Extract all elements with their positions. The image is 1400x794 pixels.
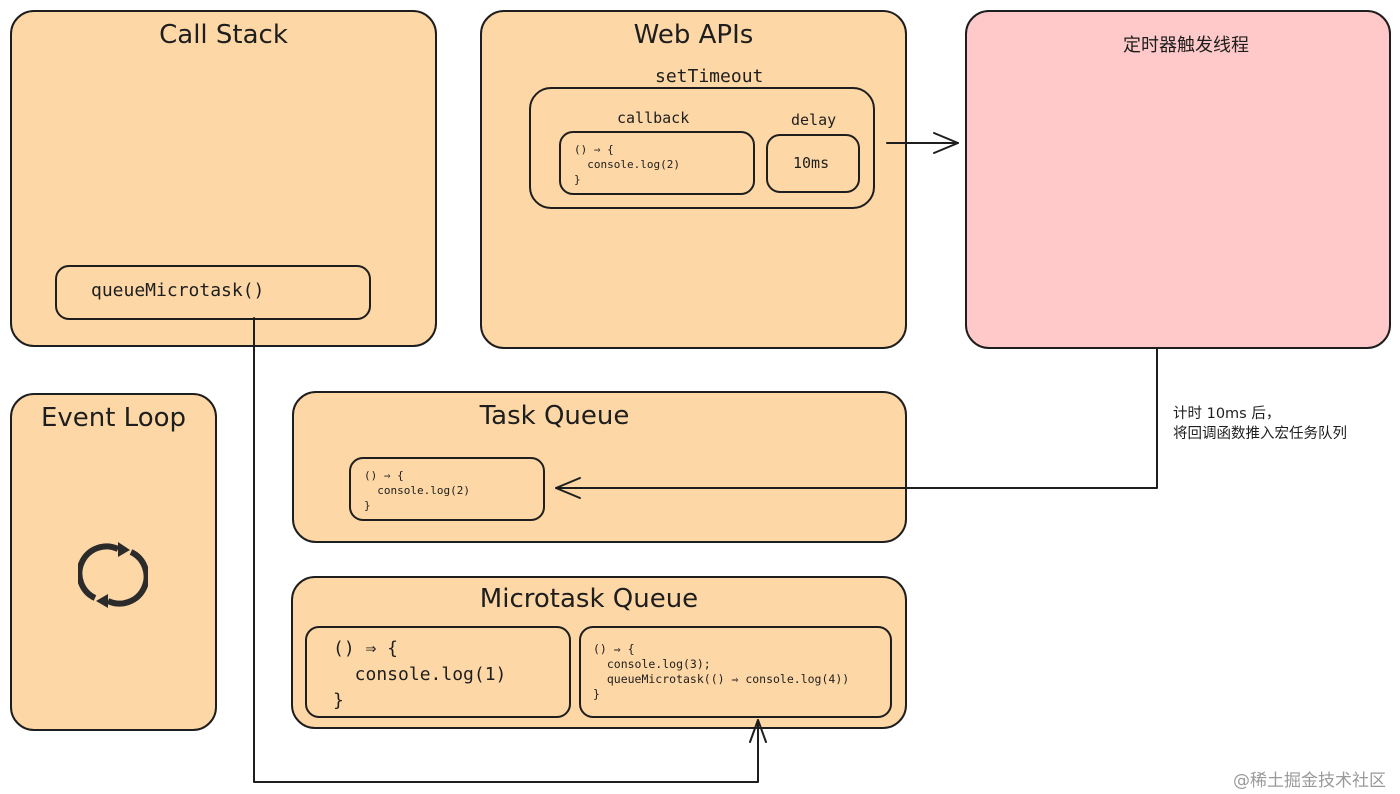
microtask-item-2-code: () ⇒ { console.log(3); queueMicrotask(()… [593, 642, 850, 701]
task-queue-item: () ⇒ { console.log(2) } [349, 457, 545, 521]
timer-thread-title: 定时器触发线程 [1123, 35, 1249, 56]
timer-note-line1: 计时 10ms 后， [1173, 406, 1281, 422]
microtask-queue-panel: Microtask Queue () ⇒ { console.log(1) } … [291, 576, 907, 729]
event-loop-title: Event Loop [40, 403, 187, 433]
timer-note: 计时 10ms 后， 将回调函数推入宏任务队列 [1173, 404, 1347, 444]
set-timeout-label: setTimeout [655, 66, 764, 87]
microtask-item-2: () ⇒ { console.log(3); queueMicrotask(()… [579, 626, 892, 718]
delay-label: delay [791, 111, 837, 129]
web-apis-title: Web APIs [633, 20, 754, 50]
microtask-item-1: () ⇒ { console.log(1) } [305, 626, 571, 718]
callback-box: () ⇒ { console.log(2) } [559, 131, 755, 195]
timer-thread-panel: 定时器触发线程 [965, 10, 1391, 349]
callback-label: callback [617, 109, 690, 127]
event-loop-panel: Event Loop [10, 393, 217, 731]
set-timeout-box: callback () ⇒ { console.log(2) } delay 1… [529, 87, 875, 209]
delay-box: 10ms [766, 134, 860, 193]
microtask-queue-title: Microtask Queue [479, 584, 699, 614]
delay-value: 10ms [793, 154, 830, 172]
task-queue-item-code: () ⇒ { console.log(2) } [364, 469, 470, 512]
refresh-icon [78, 542, 148, 608]
task-queue-title: Task Queue [479, 401, 630, 431]
call-stack-title: Call Stack [159, 20, 288, 50]
arrow-settimeout-to-timer-head [933, 132, 959, 154]
call-stack-frame-label: queueMicrotask() [91, 280, 265, 301]
timer-note-line2: 将回调函数推入宏任务队列 [1173, 426, 1347, 442]
callback-code: () ⇒ { console.log(2) } [574, 143, 680, 186]
watermark: @稀土掘金技术社区 [1233, 771, 1386, 791]
task-queue-panel: Task Queue () ⇒ { console.log(2) } [292, 391, 907, 543]
microtask-item-1-code: () ⇒ { console.log(1) } [333, 638, 507, 711]
web-apis-panel: Web APIs setTimeout callback () ⇒ { cons… [480, 10, 907, 349]
call-stack-panel: Call Stack queueMicrotask() [10, 10, 437, 347]
call-stack-frame: queueMicrotask() [55, 265, 371, 320]
